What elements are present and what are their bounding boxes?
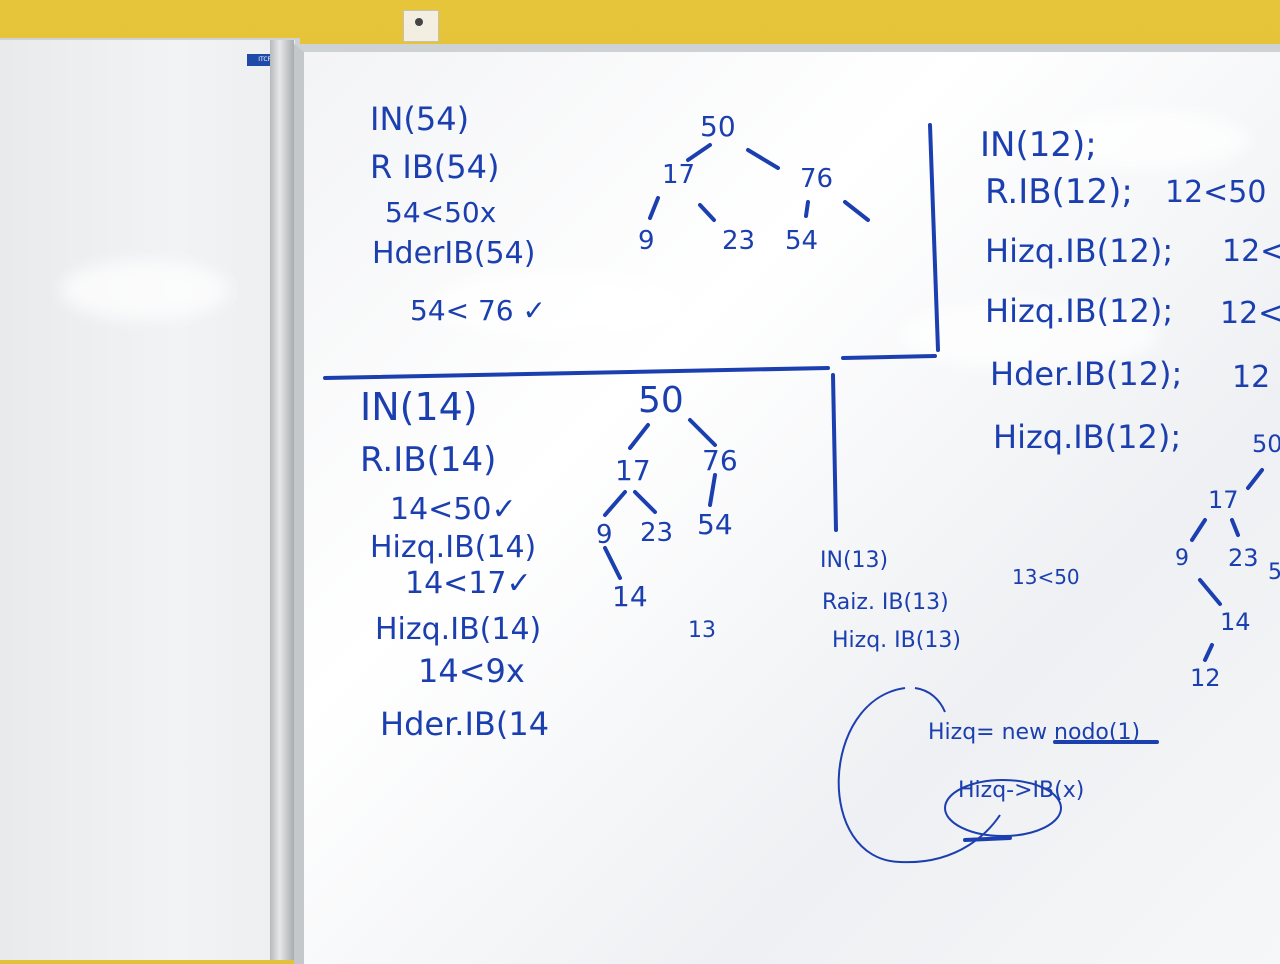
board-divider-frame	[270, 40, 294, 960]
tree-node: 9	[596, 520, 613, 550]
light-reflection	[430, 270, 690, 340]
step-line: Hder.IB(14	[380, 705, 550, 743]
step-line: Hder.IB(12);	[990, 355, 1183, 393]
tree-node: 76	[800, 164, 834, 194]
step-line: Raiz. IB(13)	[822, 590, 949, 615]
tree-node: 54	[697, 508, 733, 541]
step-line: Hizq.IB(14)	[375, 612, 542, 647]
tree-node: 13	[688, 618, 716, 643]
tree-node: 50	[1252, 430, 1280, 458]
step-line: R.IB(12);	[985, 172, 1133, 212]
tree-node: 17	[615, 454, 651, 487]
tree-node: 9	[638, 226, 655, 256]
light-reflection	[60, 260, 230, 320]
tree-node: 23	[640, 518, 674, 548]
tree-node: 12	[1190, 664, 1221, 692]
tree-node: 50	[700, 110, 736, 143]
step-line: IN(14)	[360, 385, 478, 429]
main-whiteboard	[294, 44, 1280, 964]
step-line: 14<9x	[418, 652, 525, 690]
outlet-hole	[415, 18, 423, 26]
step-line: 14<50✓	[390, 492, 517, 527]
step-line: Hizq.IB(12);	[993, 418, 1182, 456]
step-line: R.IB(14)	[360, 440, 497, 480]
tree-node: 23	[1228, 544, 1259, 572]
tree-node: 5	[1268, 560, 1280, 585]
step-line: 12<50	[1165, 175, 1267, 210]
step-line: IN(54)	[370, 100, 470, 138]
step-line: 12<	[1220, 296, 1280, 331]
step-line: 54<50x	[385, 196, 497, 229]
step-line: 12	[1232, 360, 1271, 395]
step-line: 12<	[1222, 234, 1280, 269]
tree-node: 17	[662, 160, 696, 190]
step-line: 13<50	[1012, 565, 1080, 589]
tree-node: 50	[638, 380, 684, 421]
tree-node: 23	[722, 226, 756, 256]
note-line: Hizq= new nodo(1)	[928, 720, 1141, 745]
tree-node: 14	[612, 580, 648, 613]
step-line: Hizq.IB(14)	[370, 530, 537, 565]
left-whiteboard	[0, 40, 295, 960]
wall-outlet	[403, 10, 439, 42]
step-line: Hizq.IB(12);	[985, 292, 1174, 330]
step-line: IN(12);	[980, 125, 1097, 165]
step-line: 14<17✓	[405, 566, 532, 601]
step-line: HderIB(54)	[372, 236, 536, 271]
step-line: R IB(54)	[370, 148, 500, 186]
light-reflection	[900, 300, 1160, 370]
tree-node: 17	[1208, 486, 1239, 514]
tree-node: 9	[1175, 546, 1189, 571]
tree-node: 14	[1220, 608, 1251, 636]
tree-node: 54	[785, 226, 819, 256]
step-line: IN(13)	[820, 548, 889, 573]
step-line: 54< 76 ✓	[410, 294, 546, 327]
note-line: Hizq->IB(x)	[958, 778, 1085, 803]
light-reflection	[1050, 110, 1250, 170]
step-line: Hizq. IB(13)	[832, 628, 961, 653]
step-line: Hizq.IB(12);	[985, 232, 1174, 270]
tree-node: 76	[702, 444, 738, 477]
